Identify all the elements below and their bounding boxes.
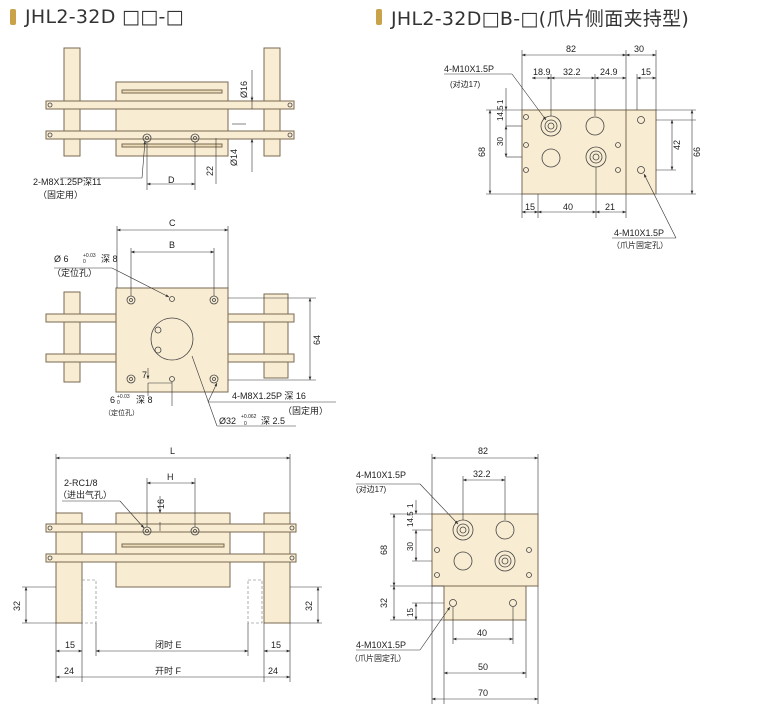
dim-32-2: 32.2 bbox=[473, 469, 491, 479]
dim-14-5: 14.5 bbox=[496, 105, 505, 121]
dim-15-bottom: 15 bbox=[525, 202, 535, 212]
dim-1: 1 bbox=[406, 503, 415, 508]
dim-B: B bbox=[169, 240, 175, 250]
svg-text:深 2.5: 深 2.5 bbox=[261, 416, 285, 426]
dim-phi16: Ø16 bbox=[239, 81, 249, 98]
dim-15-left: 15 bbox=[65, 640, 75, 650]
dim-closed-E: 闭时 E bbox=[155, 639, 182, 650]
svg-text:（定位孔）: （定位孔） bbox=[52, 267, 97, 278]
jaw-side bbox=[625, 109, 657, 195]
dim-64: 64 bbox=[312, 335, 322, 345]
dim-40: 40 bbox=[563, 202, 573, 212]
view-top-left bbox=[45, 47, 295, 157]
dim-D: D bbox=[168, 175, 175, 185]
thread-callout-sub: (对边17) bbox=[450, 79, 481, 89]
dim-68: 68 bbox=[477, 147, 487, 157]
gripper-body bbox=[115, 287, 229, 393]
mount-hole-m8-callout-sub: （固定用） bbox=[283, 405, 328, 416]
dim-42: 42 bbox=[672, 140, 682, 150]
header-right: JHL2-32D□B-□(爪片侧面夹持型) bbox=[376, 4, 689, 30]
view-middle-left bbox=[45, 287, 295, 393]
bore-callout: Ø32 +0.062 0 深 2.5 bbox=[219, 414, 285, 427]
header-marker bbox=[376, 9, 382, 25]
guide-rod-lower bbox=[45, 130, 295, 140]
dim-15: 15 bbox=[406, 608, 415, 617]
air-port-callout-sub: （进出气孔） bbox=[58, 489, 112, 500]
svg-text:0: 0 bbox=[83, 259, 86, 265]
dim-24-left: 24 bbox=[64, 666, 74, 676]
guide-rod-upper bbox=[45, 100, 295, 110]
jaw-hole-callout-sub: （爪片固定孔） bbox=[350, 653, 406, 663]
dim-50: 50 bbox=[478, 662, 488, 672]
svg-text:+0.03: +0.03 bbox=[117, 394, 130, 400]
model-title-right: JHL2-32D□B-□(爪片侧面夹持型) bbox=[391, 7, 690, 30]
svg-text:深 8: 深 8 bbox=[101, 254, 118, 264]
dim-82: 82 bbox=[566, 44, 576, 54]
dim-30-vertical: 30 bbox=[496, 137, 505, 146]
dim-15: 15 bbox=[641, 67, 651, 77]
jaw-hole-callout: 4-M10X1.5P bbox=[356, 640, 406, 650]
dim-24-right: 24 bbox=[268, 666, 278, 676]
svg-text:0: 0 bbox=[244, 421, 247, 427]
dim-1: 1 bbox=[496, 99, 505, 104]
dim-30: 30 bbox=[406, 542, 415, 551]
jaw-plate bbox=[431, 513, 539, 587]
jaw-finger bbox=[443, 585, 527, 621]
svg-text:Ø32: Ø32 bbox=[219, 416, 236, 426]
dim-82: 82 bbox=[478, 446, 488, 456]
mount-hole-m8-callout: 4-M8X1.25P 深 16 bbox=[232, 391, 306, 401]
mount-hole-callout: 2-M8X1.25P深11 bbox=[33, 177, 101, 187]
dim-open-F: 开时 F bbox=[155, 665, 182, 676]
svg-text:深 8: 深 8 bbox=[136, 395, 153, 405]
jaw-hole-callout: 4-M10X1.5P bbox=[614, 228, 664, 238]
dim-32: 32 bbox=[379, 598, 389, 608]
thread-callout: 4-M10X1.5P bbox=[356, 470, 406, 480]
dim-32-left: 32 bbox=[12, 601, 22, 611]
dim-18-9: 18.9 bbox=[533, 67, 551, 77]
jaw-hole-callout-sub: （爪片固定孔） bbox=[612, 240, 668, 250]
view-bottom-right bbox=[431, 513, 539, 621]
svg-text:（定位孔）: （定位孔） bbox=[104, 408, 139, 417]
dim-40: 40 bbox=[477, 628, 487, 638]
svg-text:0: 0 bbox=[117, 400, 120, 406]
dim-L: L bbox=[170, 446, 175, 456]
dim-16: 16 bbox=[156, 499, 166, 509]
dim-21: 21 bbox=[605, 202, 615, 212]
dim-H: H bbox=[167, 472, 174, 482]
thread-callout: 4-M10X1.5P bbox=[444, 64, 494, 74]
view-top-right bbox=[521, 109, 657, 195]
header-marker bbox=[10, 9, 16, 25]
svg-text:Ø 6: Ø 6 bbox=[54, 254, 69, 264]
dim-32-right: 32 bbox=[304, 601, 314, 611]
pin-hole-bottom-callout: 6 +0.03 0 深 8 （定位孔） bbox=[104, 394, 153, 417]
dim-70: 70 bbox=[478, 688, 488, 698]
dim-66: 66 bbox=[692, 147, 702, 157]
dim-30: 30 bbox=[634, 44, 644, 54]
mount-hole-callout-sub: （固定用） bbox=[38, 189, 83, 200]
dim-22: 22 bbox=[205, 166, 215, 176]
view-bottom-left bbox=[45, 512, 297, 624]
dim-24-9: 24.9 bbox=[600, 67, 618, 77]
dim-68: 68 bbox=[379, 545, 389, 555]
dim-C: C bbox=[169, 218, 176, 228]
jaw-left bbox=[63, 291, 81, 383]
header-left: JHL2-32D □□-□ bbox=[10, 4, 184, 30]
thread-callout-sub: (对边17) bbox=[356, 484, 387, 494]
dim-32-2: 32.2 bbox=[563, 67, 581, 77]
pin-hole-top-callout: Ø 6 +0.03 0 深 8 （定位孔） bbox=[52, 253, 118, 278]
model-title-left: JHL2-32D □□-□ bbox=[25, 6, 184, 28]
svg-text:+0.062: +0.062 bbox=[241, 414, 257, 420]
svg-text:+0.03: +0.03 bbox=[83, 253, 96, 259]
dim-7: 7 bbox=[142, 370, 147, 380]
dim-14-5: 14.5 bbox=[406, 511, 415, 527]
jaw-right bbox=[263, 293, 289, 379]
dim-15-right: 15 bbox=[271, 640, 281, 650]
dim-phi14: Ø14 bbox=[229, 149, 239, 166]
air-port-callout: 2-RC1/8 bbox=[64, 478, 98, 488]
jaw-plate bbox=[521, 109, 627, 195]
svg-text:6: 6 bbox=[110, 395, 115, 405]
